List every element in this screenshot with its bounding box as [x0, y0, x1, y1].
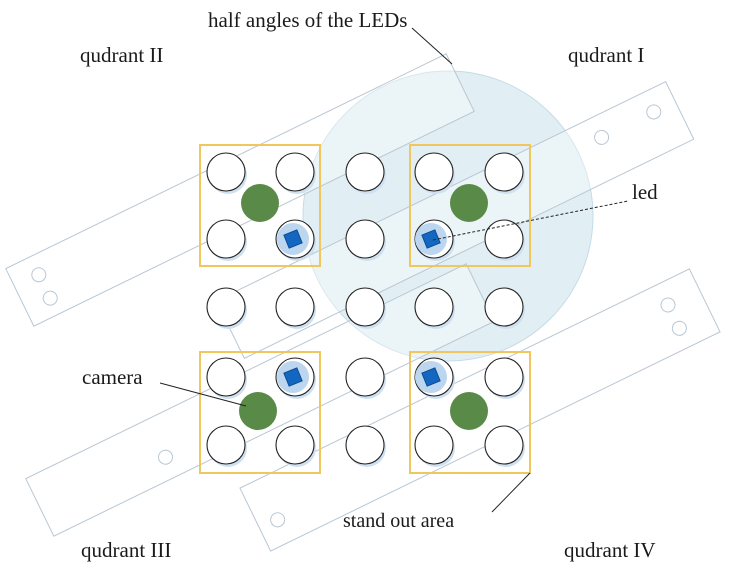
led-ring	[206, 152, 247, 194]
quadrant-ii-square	[199, 144, 321, 267]
led-ring	[206, 357, 247, 399]
led-ring	[206, 219, 247, 261]
led-ring	[484, 287, 525, 329]
camera-label: camera	[82, 365, 143, 389]
led-quadrant-iv	[415, 361, 447, 393]
quadrant-iv-label: qudrant IV	[564, 538, 656, 562]
leader-lines	[159, 27, 629, 513]
led-ring	[484, 219, 525, 261]
quadrant-squares	[199, 144, 531, 474]
led-ring	[484, 425, 525, 467]
led-ring	[345, 425, 386, 467]
led-ring	[345, 357, 386, 399]
led-ring	[275, 287, 316, 329]
led-quadrant-i	[415, 223, 447, 255]
led-ring	[484, 152, 525, 194]
led-ring	[345, 219, 386, 261]
led-ring	[345, 152, 386, 194]
quadrant-iii-square	[199, 351, 321, 474]
quadrant-i-square	[409, 144, 531, 267]
quadrant-iii-label: qudrant III	[81, 538, 171, 562]
camera-quadrant-i	[450, 184, 488, 222]
led-quadrant-ii	[277, 223, 309, 255]
led-ring	[206, 287, 247, 329]
led-ring	[275, 425, 316, 467]
led-ring	[484, 357, 525, 399]
led-ring	[345, 287, 386, 329]
led-ring	[275, 152, 316, 194]
quadrant-iv-square	[409, 351, 531, 474]
led-ring	[414, 425, 455, 467]
camera-layer	[239, 184, 488, 430]
led-label: led	[632, 180, 658, 204]
camera-quadrant-iii	[239, 392, 277, 430]
half-angle-leader	[411, 27, 453, 65]
led-ring	[414, 152, 455, 194]
camera-quadrant-iv	[450, 392, 488, 430]
led-half-angle-disc	[302, 70, 594, 362]
active-led-layer	[277, 223, 447, 393]
stand-out-leader	[491, 472, 531, 513]
camera-quadrant-ii	[241, 184, 279, 222]
led-quadrant-iii	[277, 361, 309, 393]
led-leader	[432, 200, 629, 241]
half-angle-label: half angles of the LEDs	[208, 8, 407, 32]
camera-leader	[159, 382, 247, 407]
quadrant-i-label: qudrant I	[568, 43, 644, 67]
led-ring	[206, 425, 247, 467]
led-ring	[414, 287, 455, 329]
stand-out-label: stand out area	[343, 510, 454, 532]
quadrant-ii-label: qudrant II	[80, 43, 163, 67]
